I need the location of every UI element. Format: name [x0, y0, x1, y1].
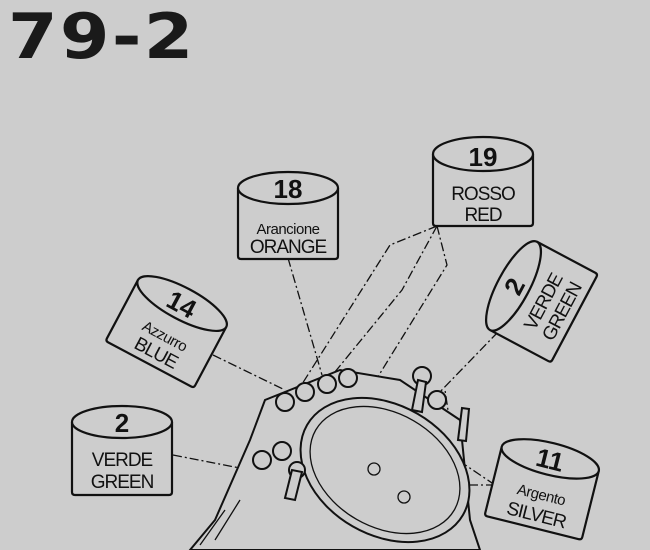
- paint-callout-silver: 11 Argento SILVER: [484, 438, 601, 541]
- color-name-english: ORANGE: [250, 237, 327, 258]
- paint-callout-red: 19 ROSSO RED: [431, 135, 535, 228]
- color-name-english: GREEN: [91, 472, 154, 493]
- step-number-title: 79-2: [8, 0, 196, 73]
- color-name-english: RED: [464, 205, 501, 226]
- knobs: [252, 366, 471, 502]
- hull-part-drawing: [188, 366, 482, 550]
- paint-callout-green-right: 2 VERDE GREEN: [485, 240, 599, 363]
- paint-callout-green-left: 2 VERDE GREEN: [70, 404, 174, 497]
- paint-callout-blue: 14 Azzurro BLUE: [105, 275, 228, 389]
- color-name-italian: Arancione: [256, 221, 319, 238]
- color-name-italian: ROSSO: [451, 184, 515, 205]
- paint-number: 2: [115, 408, 129, 438]
- paint-number: 18: [274, 174, 303, 204]
- paint-number: 19: [469, 142, 498, 172]
- color-name-italian: VERDE: [92, 450, 153, 471]
- paint-callout-orange: 18 Arancione ORANGE: [236, 170, 340, 261]
